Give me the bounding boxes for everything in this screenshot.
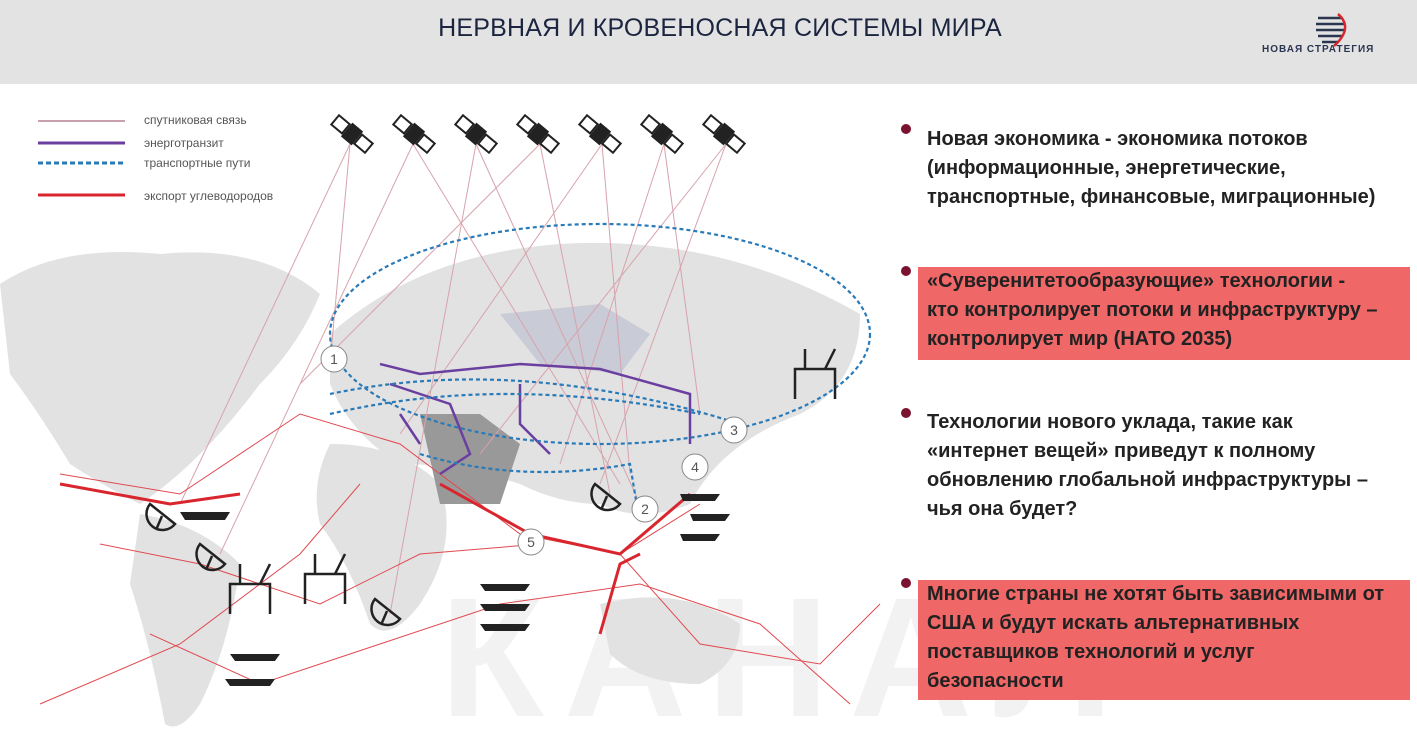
russia-highlight	[500, 304, 650, 374]
world-map-diagram: 1 2 3 4 5	[0, 113, 881, 727]
point-line: безопасности	[927, 670, 1064, 692]
bullet-icon	[901, 266, 911, 276]
point-line: «интернет вещей» приведут к полному	[927, 440, 1316, 462]
point-line: США и будут искать альтернативных	[927, 612, 1300, 634]
svg-text:4: 4	[691, 459, 699, 475]
point-line: обновлению глобальной инфраструктуры –	[927, 469, 1368, 491]
svg-text:2: 2	[641, 501, 649, 517]
logo-text: НОВАЯ СТРАТЕГИЯ	[1262, 44, 1375, 55]
bullet-icon	[901, 408, 911, 418]
legend-hydrocarbon-label: экспорт углеводородов	[144, 189, 274, 203]
hydrocarbon-main-routes	[59, 482, 691, 635]
point-new-economy: Новая экономика - экономика потоков (инф…	[927, 125, 1375, 212]
point-line: поставщиков технологий и услуг	[927, 641, 1255, 663]
point-line: чья она будет?	[927, 498, 1078, 520]
bullet-icon	[901, 578, 911, 588]
svg-text:3: 3	[730, 422, 738, 438]
legend-energy-label: энерготранзит	[144, 136, 224, 150]
legend	[38, 120, 125, 197]
point-line: контролирует мир (НАТО 2035)	[927, 328, 1233, 350]
oil-platform-icons	[228, 348, 837, 614]
legend-transport-label: транспортные пути	[144, 156, 251, 170]
slide-title: НЕРВНАЯ И КРОВЕНОСНАЯ СИСТЕМЫ МИРА	[438, 14, 1002, 42]
point-sovereignty-tech: «Суверенитетообразующие» технологии - кт…	[918, 267, 1410, 360]
logo-globe-icon	[1316, 13, 1347, 47]
legend-satellite-label: спутниковая связь	[144, 113, 247, 127]
svg-text:5: 5	[527, 534, 535, 550]
ship-icons	[180, 494, 730, 686]
satellite-icons	[329, 113, 747, 155]
point-new-tech: Технологии нового уклада, такие как «инт…	[927, 408, 1368, 524]
point-line: Многие страны не хотят быть зависимыми о…	[927, 583, 1385, 605]
bullet-icon	[901, 124, 911, 134]
point-line: кто контролирует потоки и инфраструктуру…	[927, 299, 1378, 321]
point-line: «Суверенитетообразующие» технологии -	[927, 270, 1346, 292]
transport-routes	[328, 222, 872, 525]
middle-east-highlight	[420, 414, 520, 504]
satellite-links	[179, 143, 727, 615]
point-line: (информационные, энергетические,	[927, 157, 1286, 179]
point-line: Технологии нового уклада, такие как	[927, 411, 1293, 433]
header-bar	[0, 0, 1417, 84]
satellite-dish-icons	[145, 482, 622, 627]
route-markers: 1 2 3 4 5	[320, 345, 748, 556]
point-line: Новая экономика - экономика потоков	[927, 128, 1308, 150]
point-line: транспортные, финансовые, миграционные)	[927, 186, 1376, 208]
continents	[0, 242, 860, 727]
svg-text:1: 1	[330, 351, 338, 367]
point-independence: Многие страны не хотят быть зависимыми о…	[918, 580, 1410, 700]
